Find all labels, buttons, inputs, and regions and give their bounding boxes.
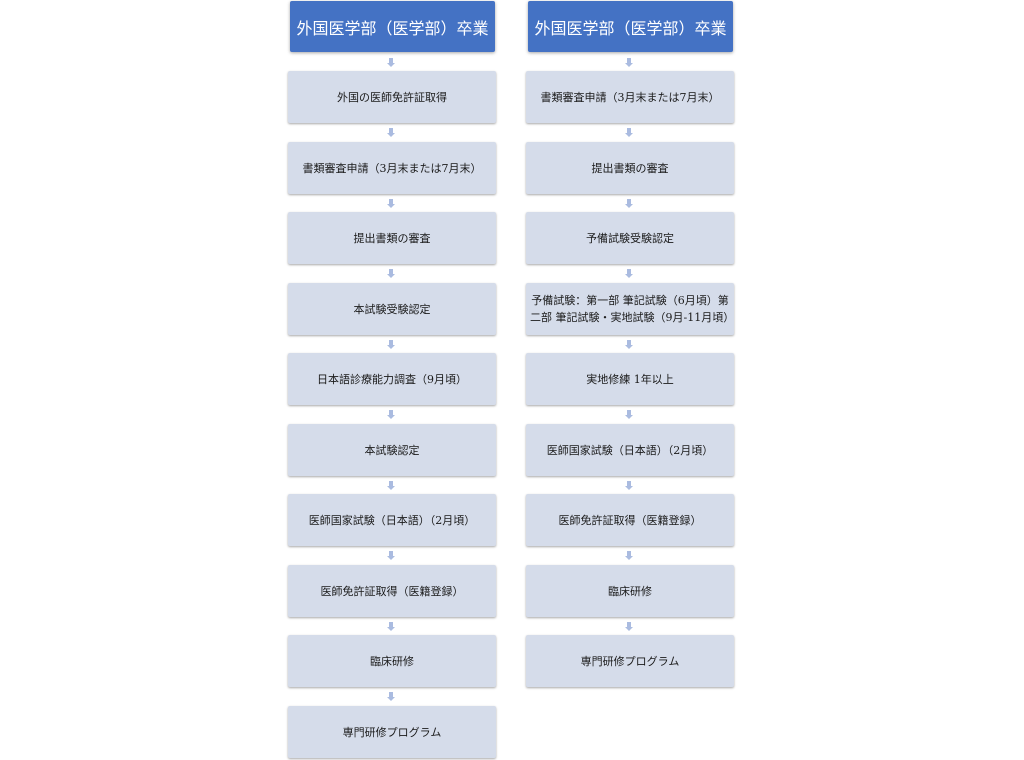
right-header-box: 外国医学部（医学部）卒業 <box>528 1 733 52</box>
left-header-box: 外国医学部（医学部）卒業 <box>290 1 495 52</box>
right-step-2: 提出書類の審査 <box>526 142 734 194</box>
left-step-7: 医師国家試験（日本語）（2月頃） <box>288 494 496 546</box>
left-step-8: 医師免許証取得（医籍登録） <box>288 565 496 617</box>
left-step-3: 提出書類の審査 <box>288 212 496 264</box>
left-step-6: 本試験認定 <box>288 424 496 476</box>
right-step-5: 実地修練 1年以上 <box>526 353 734 405</box>
left-step-2: 書類審査申請（3月末または7月末） <box>288 142 496 194</box>
right-step-6: 医師国家試験（日本語）（2月頃） <box>526 424 734 476</box>
right-step-3: 予備試験受験認定 <box>526 212 734 264</box>
left-step-10: 専門研修プログラム <box>288 706 496 758</box>
left-step-5: 日本語診療能力調査（9月頃） <box>288 353 496 405</box>
left-step-9: 臨床研修 <box>288 635 496 687</box>
right-step-8: 臨床研修 <box>526 565 734 617</box>
right-step-9: 専門研修プログラム <box>526 635 734 687</box>
left-step-1: 外国の医師免許証取得 <box>288 71 496 123</box>
left-step-4: 本試験受験認定 <box>288 283 496 335</box>
right-step-1: 書類審査申請（3月末または7月末） <box>526 71 734 123</box>
right-step-4: 予備試験：第一部 筆記試験（6月頃）第二部 筆記試験・実地試験（9月-11月頃） <box>526 283 734 335</box>
right-step-7: 医師免許証取得（医籍登録） <box>526 494 734 546</box>
